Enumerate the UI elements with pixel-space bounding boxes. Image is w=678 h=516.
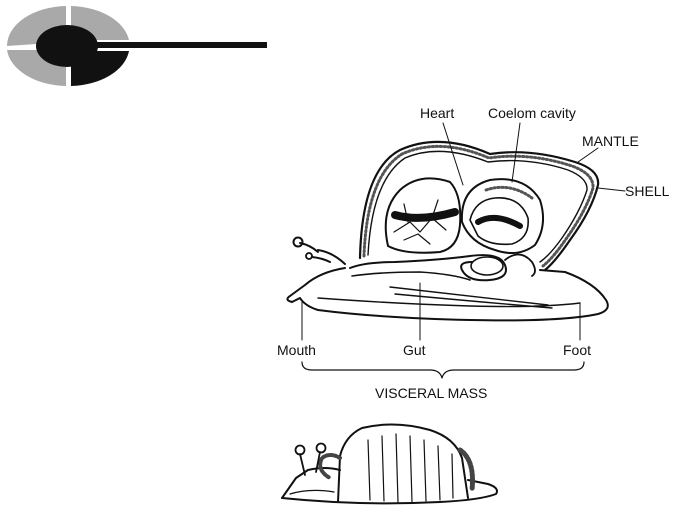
label-coelom-cavity: Coelom cavity: [488, 105, 576, 121]
shell-outer: [360, 142, 598, 270]
visceral-mass-brace: [302, 362, 584, 378]
tentacle-icon: [294, 238, 346, 265]
gut-loop: [350, 255, 506, 280]
label-heart: Heart: [420, 105, 454, 121]
label-gut: Gut: [403, 342, 426, 358]
label-mouth: Mouth: [277, 342, 316, 358]
chapter-logo-icon: [7, 6, 267, 86]
snail-cross-section: [287, 123, 625, 378]
label-foot: Foot: [563, 342, 591, 358]
label-mantle: MANTLE: [582, 133, 639, 149]
label-visceral-mass: VISCERAL MASS: [375, 385, 487, 401]
small-snail-icon: [282, 424, 497, 503]
label-shell: SHELL: [625, 183, 670, 199]
